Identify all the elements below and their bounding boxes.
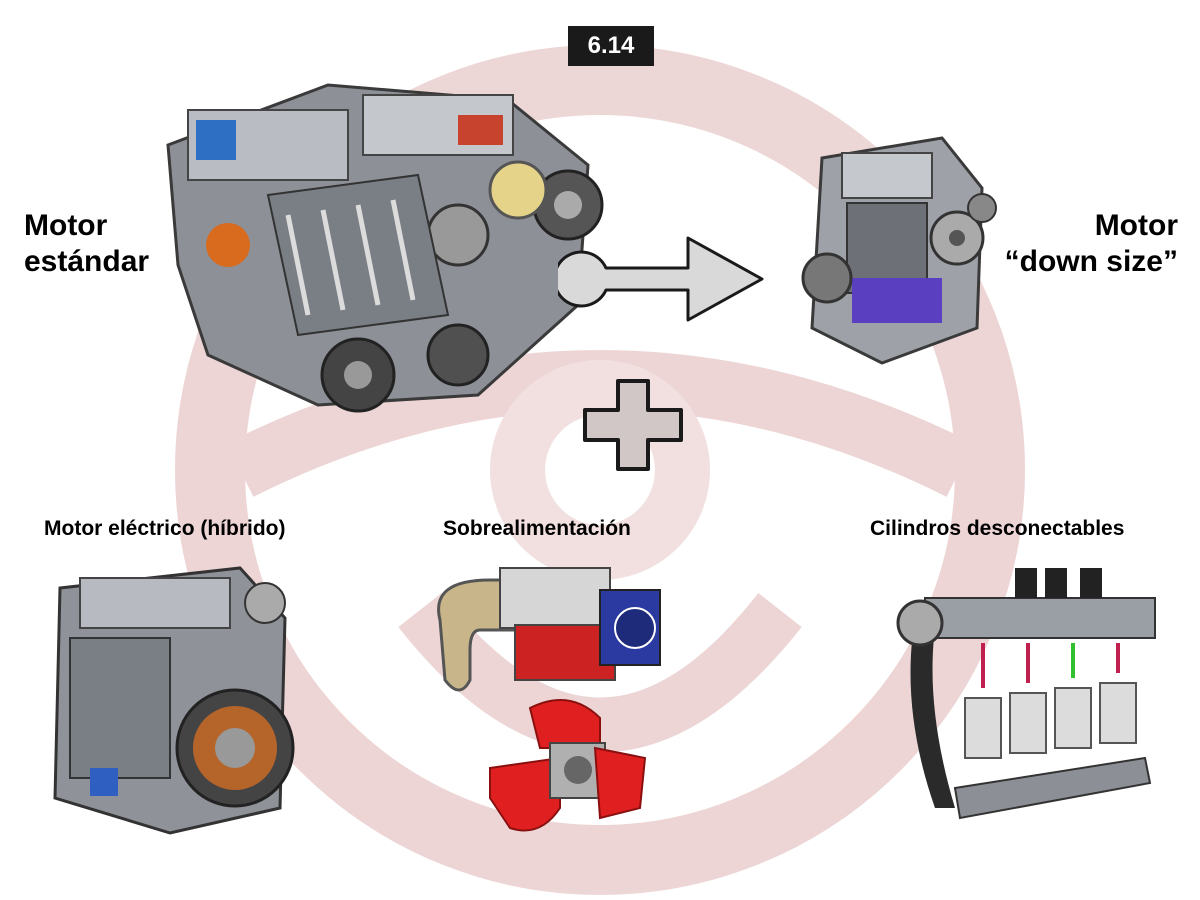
turbocharger-image (489, 699, 647, 832)
hybrid-label: Motor eléctrico (híbrido) (44, 517, 286, 540)
plus-sign (583, 379, 683, 471)
downsize-engine-line2: “down size” (1004, 245, 1178, 278)
standard-engine-line1: Motor (24, 209, 108, 242)
downsizing-arrow (558, 236, 764, 322)
downsize-engine-line1: Motor (1094, 209, 1178, 242)
cylinder-deactivation-image (896, 568, 1156, 820)
hybrid-engine-image (53, 566, 295, 835)
standard-engine-line2: estándar (24, 245, 150, 278)
downsize-engine-label: Motor “down size” (1005, 208, 1178, 280)
cylinder-deactivation-label: Cilindros desconectables (870, 517, 1125, 540)
slide-number-badge: 6.14 (568, 26, 654, 66)
supercharger-image (437, 567, 661, 692)
downsize-engine-image (801, 136, 997, 365)
standard-engine-label: Motor estándar (24, 208, 149, 280)
standard-engine-image (166, 83, 604, 413)
supercharging-label: Sobrealimentación (443, 517, 631, 540)
